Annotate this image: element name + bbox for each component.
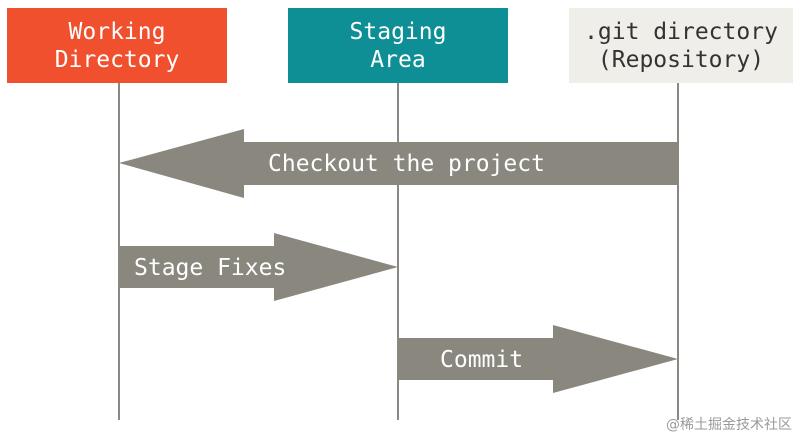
commit-arrow: Commit bbox=[398, 325, 678, 393]
commit-arrow-shape bbox=[398, 325, 678, 393]
commit-arrow-label: Commit bbox=[440, 347, 523, 373]
repository-lifeline bbox=[677, 83, 679, 420]
repository-box: .git directory (Repository) bbox=[569, 8, 793, 83]
staging-area-lifeline bbox=[397, 83, 399, 420]
staging-area-box: Staging Area bbox=[288, 8, 508, 83]
stage-fixes-arrow-label: Stage Fixes bbox=[134, 255, 286, 281]
checkout-arrow-label: Checkout the project bbox=[268, 151, 545, 177]
watermark-text: @稀土掘金技术社区 bbox=[666, 417, 792, 433]
working-directory-box: Working Directory bbox=[7, 8, 227, 83]
checkout-arrow-shape bbox=[119, 129, 678, 198]
checkout-arrow: Checkout the project bbox=[119, 129, 678, 198]
stage-fixes-arrow: Stage Fixes bbox=[119, 233, 398, 301]
stage-fixes-arrow-shape bbox=[119, 233, 398, 301]
